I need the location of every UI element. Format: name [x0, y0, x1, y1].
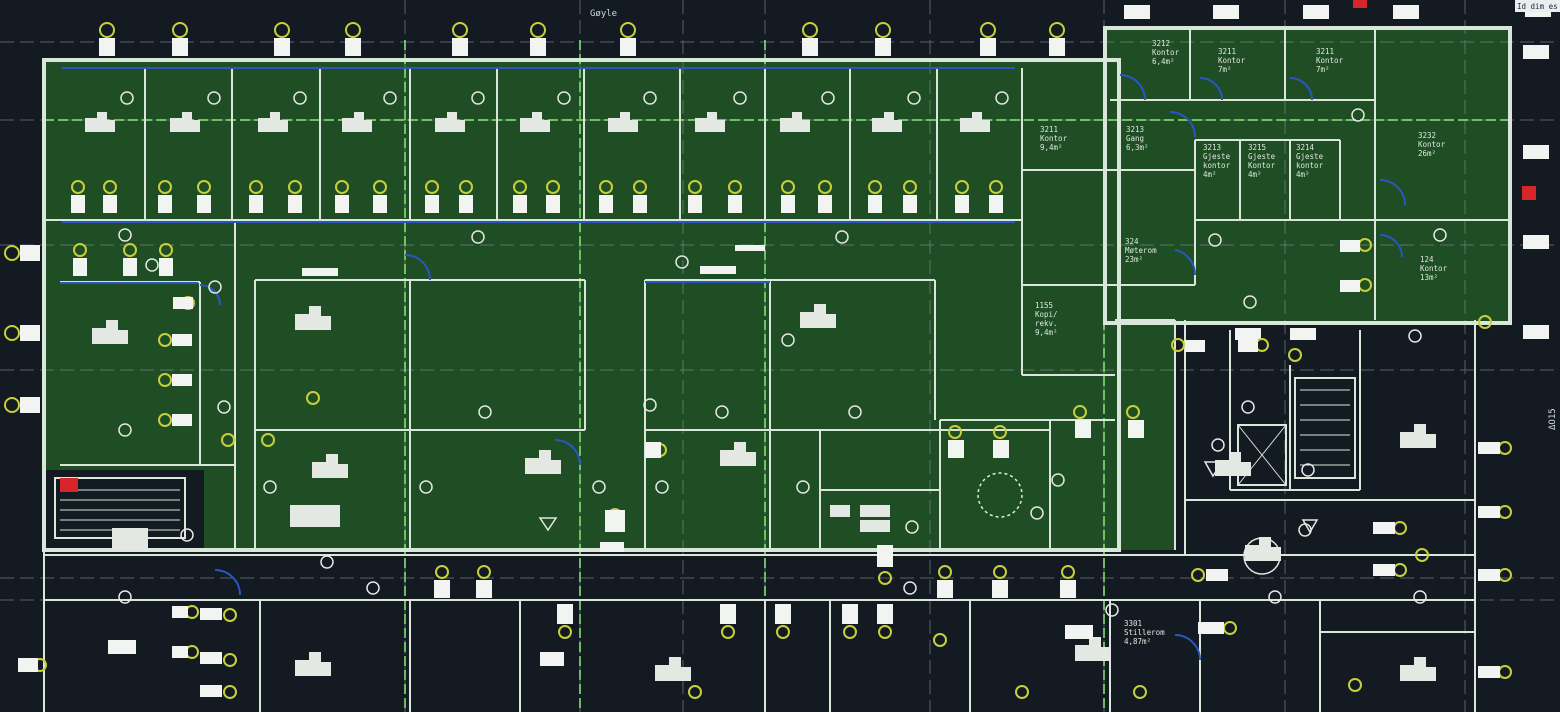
row-fixtures [71, 180, 1003, 194]
north-fixtures [99, 22, 1065, 38]
triangle-markers [538, 461, 1319, 534]
main-office-zone [44, 60, 1119, 550]
top-label: Gøyle [590, 9, 617, 19]
alarm-west [60, 478, 78, 492]
meeting-table [977, 472, 1023, 518]
outlets [118, 91, 1447, 617]
fixture-boxes [18, 38, 1500, 697]
alarm-markers [60, 0, 1536, 492]
east-corridor-zone [1115, 320, 1175, 550]
walls [42, 26, 1512, 712]
corner-tag-bg [1515, 0, 1560, 12]
corner-label: Id dim es [1517, 2, 1558, 11]
doors [60, 67, 1406, 661]
side-label: ΔΟ15 [1548, 408, 1558, 430]
fixtures [4, 22, 1512, 699]
sink-circle [1243, 537, 1281, 575]
alarm-top [1353, 0, 1367, 8]
desks [85, 112, 1436, 681]
east-office-zone [1105, 28, 1510, 323]
stair-treads [60, 389, 1350, 531]
room-tags [108, 5, 1551, 666]
alarm-east [1522, 186, 1536, 200]
